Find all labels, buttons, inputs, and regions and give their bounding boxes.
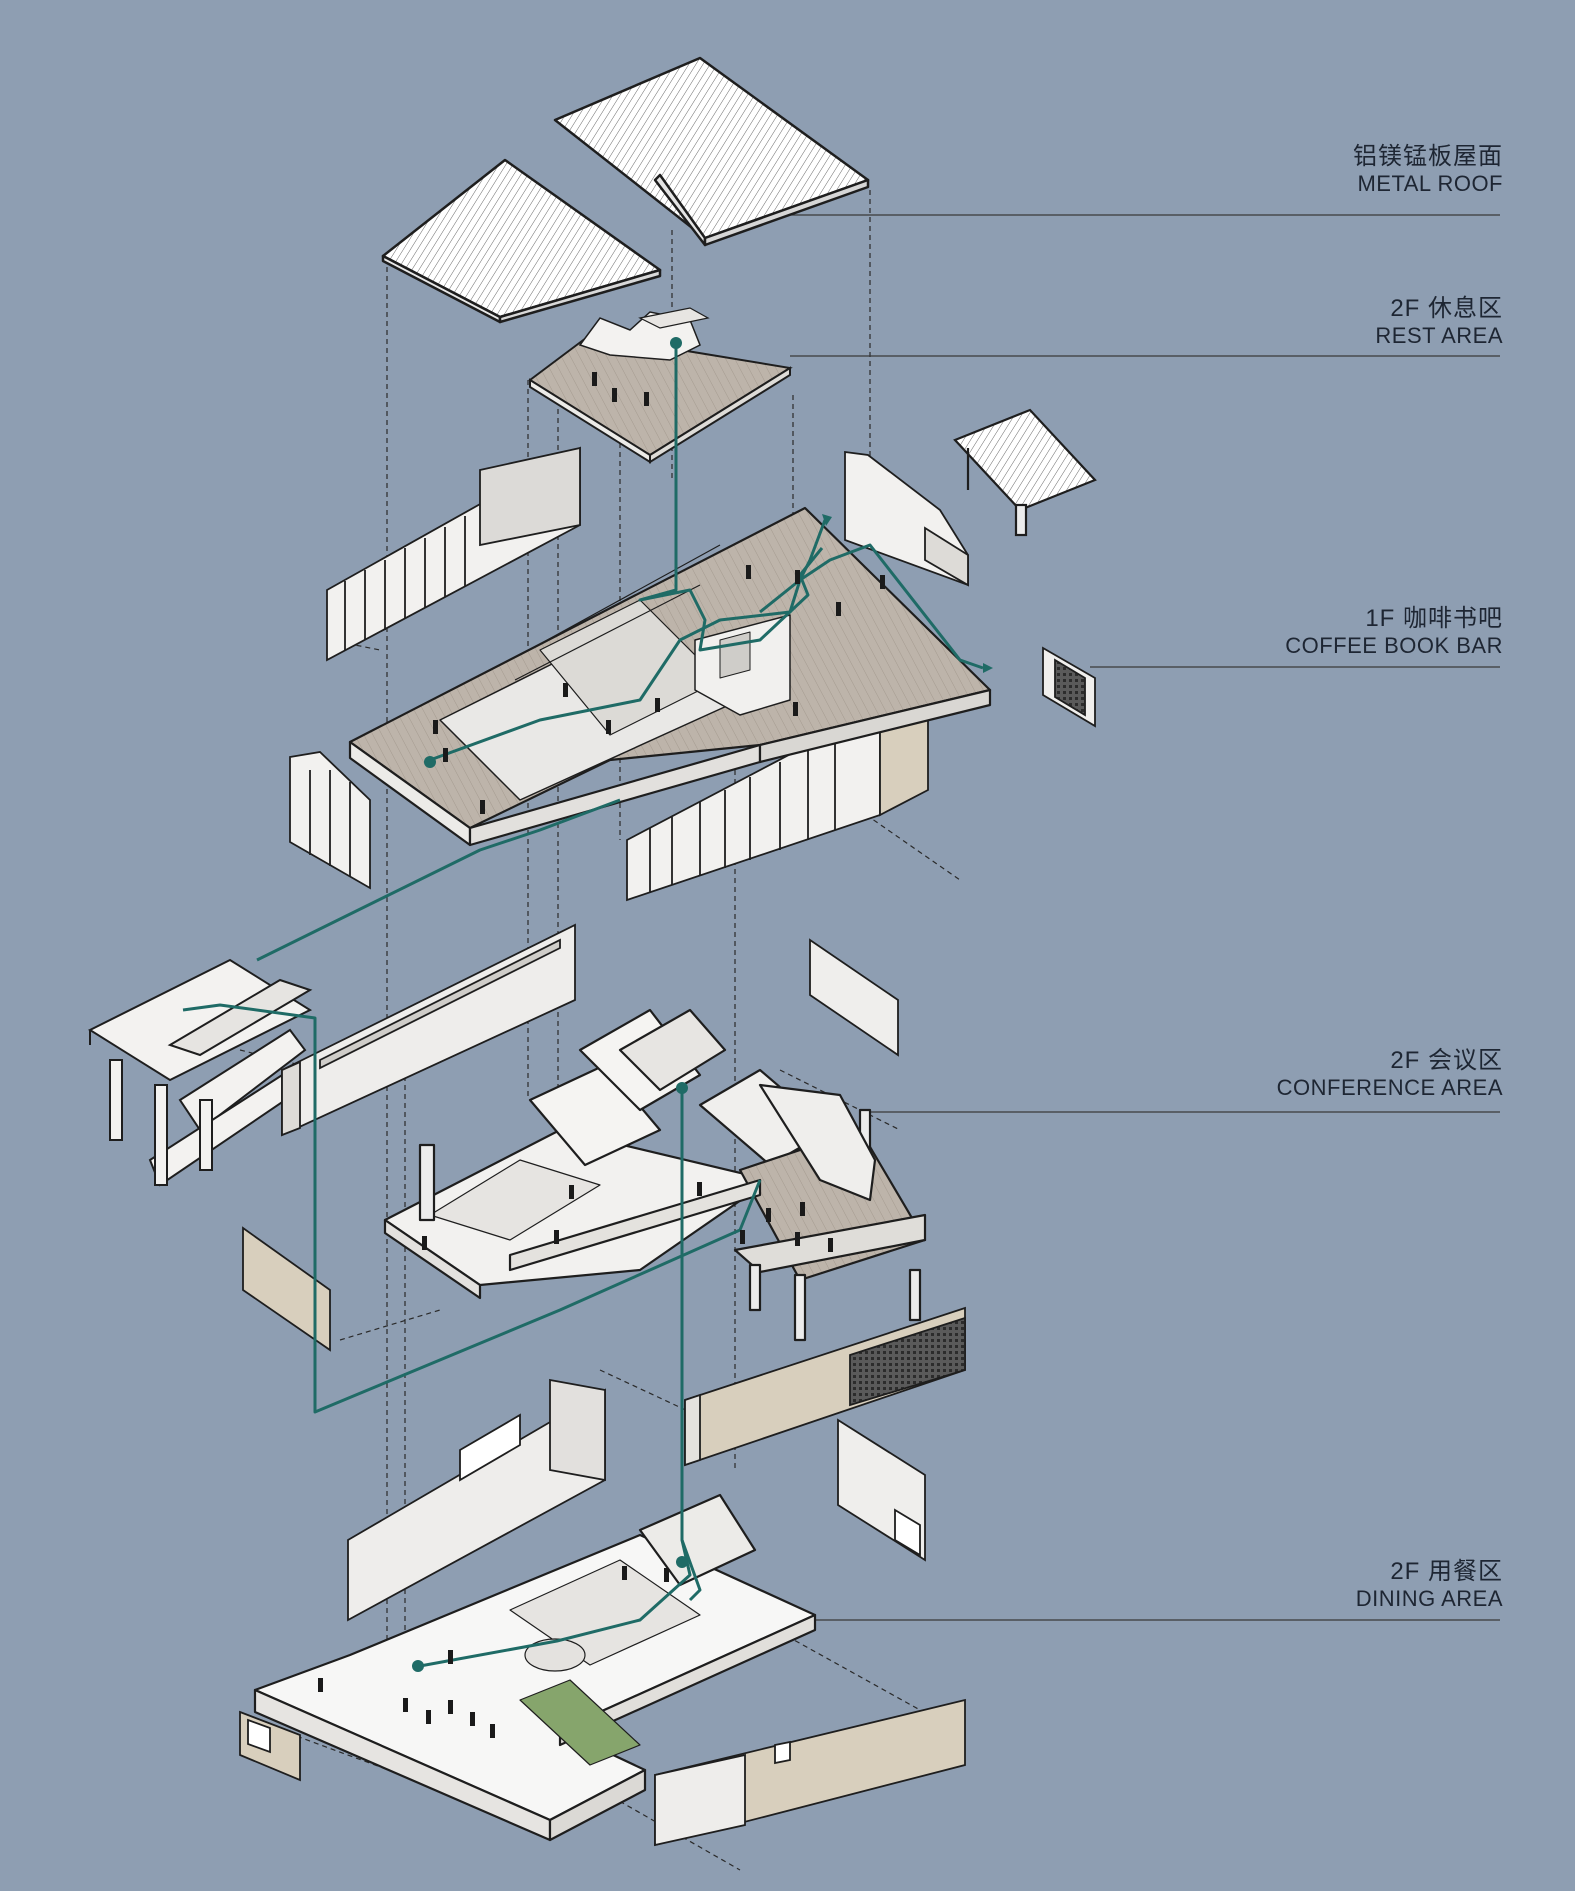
wall-panel-mesh-long (684, 1306, 966, 1467)
stair-tower (87, 958, 313, 1187)
rest-area-floor (528, 307, 793, 464)
wall-panel-upper-left (326, 446, 581, 662)
wall-panel-tan-left (242, 1226, 331, 1352)
circulation-nodes (412, 337, 993, 1672)
metal-roof-left (381, 158, 662, 324)
conference-floor (383, 1008, 927, 1342)
label-metal-roof-zh: 铝镁锰板屋面 (1353, 143, 1503, 170)
label-conference-area-zh: 2F 会议区 (1390, 1047, 1503, 1074)
coffee-bar-floor (348, 506, 992, 847)
label-dining-area: 2F 用餐区 DINING AREA (1356, 1558, 1503, 1612)
wall-panel-gable-right (844, 450, 969, 587)
people-figures (318, 372, 885, 1738)
label-rest-area: 2F 休息区 REST AREA (1375, 295, 1503, 349)
wall-panel-dining-right (837, 1418, 926, 1562)
label-coffee-book-bar-zh: 1F 咖啡书吧 (1365, 605, 1503, 632)
wall-panel-bottom-right (654, 1698, 966, 1847)
canopy-structure (953, 408, 1097, 537)
label-rest-area-zh: 2F 休息区 (1390, 295, 1503, 322)
label-coffee-book-bar-en: COFFEE BOOK BAR (1285, 633, 1503, 659)
wall-panel-small-left (239, 1710, 301, 1782)
wall-panel-gable-left (289, 751, 371, 890)
wall-panel-small-mesh (1042, 646, 1096, 728)
metal-roof-right (553, 56, 870, 247)
label-metal-roof: 铝镁锰板屋面 METAL ROOF (1353, 143, 1503, 197)
label-rest-area-en: REST AREA (1375, 323, 1503, 349)
label-conference-area: 2F 会议区 CONFERENCE AREA (1277, 1047, 1503, 1101)
wall-panel-lower-right (626, 705, 929, 902)
dining-floor (253, 1493, 817, 1842)
label-dining-area-en: DINING AREA (1355, 1586, 1503, 1612)
label-dining-area-zh: 2F 用餐区 (1390, 1558, 1503, 1585)
label-coffee-book-bar: 1F 咖啡书吧 COFFEE BOOK BAR (1285, 605, 1503, 659)
wall-panel-dining-back (347, 1378, 606, 1622)
wall-panel-long-left (281, 923, 576, 1137)
circulation-path (182, 343, 984, 1668)
leader-lines (735, 214, 1500, 1621)
wall-panel-small-upper-right (809, 938, 899, 1057)
label-metal-roof-en: METAL ROOF (1357, 171, 1503, 197)
label-conference-area-en: CONFERENCE AREA (1276, 1075, 1503, 1101)
